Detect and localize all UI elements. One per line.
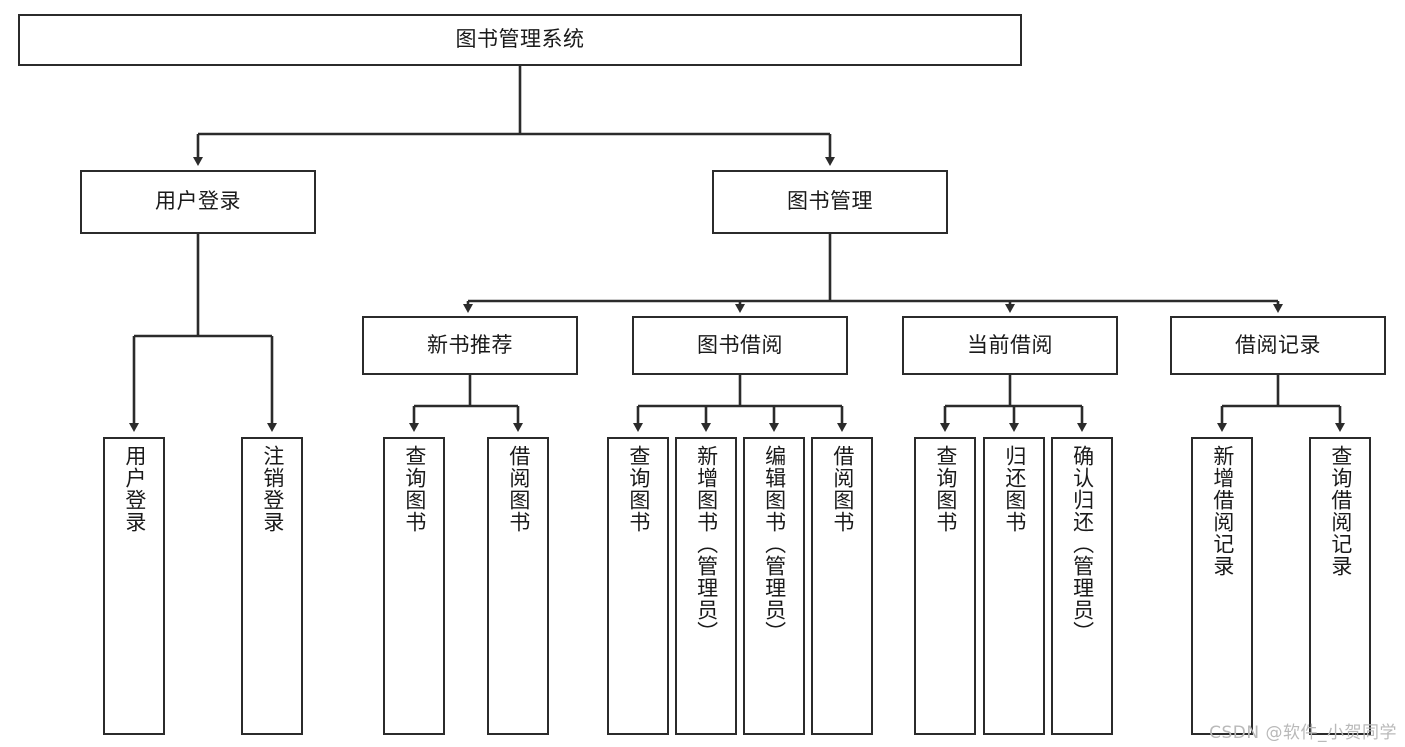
node-leaf-edit-book-label: 编辑图书（管理员） xyxy=(762,445,787,643)
node-current-borrow[interactable]: 当前借阅 xyxy=(902,316,1118,375)
node-borrow-record[interactable]: 借阅记录 xyxy=(1170,316,1386,375)
node-leaf-add-book[interactable]: 新增图书（管理员） xyxy=(675,437,737,735)
node-leaf-return-book[interactable]: 归还图书 xyxy=(983,437,1045,735)
watermark-text: CSDN @软件_小贺同学 xyxy=(1209,723,1397,743)
node-root[interactable]: 图书管理系统 xyxy=(18,14,1022,66)
node-new-book-recommend[interactable]: 新书推荐 xyxy=(362,316,578,375)
node-leaf-confirm-return[interactable]: 确认归还（管理员） xyxy=(1051,437,1113,735)
node-leaf-user-login[interactable]: 用户登录 xyxy=(103,437,165,735)
node-book-borrow[interactable]: 图书借阅 xyxy=(632,316,848,375)
node-leaf-query-book-2-label: 查询图书 xyxy=(626,445,651,533)
node-leaf-logout-login-label: 注销登录 xyxy=(260,445,285,533)
node-borrow-record-label: 借阅记录 xyxy=(1235,332,1321,357)
node-current-borrow-label: 当前借阅 xyxy=(967,332,1053,357)
node-user-login-label: 用户登录 xyxy=(155,189,241,214)
node-leaf-query-book-1-label: 查询图书 xyxy=(402,445,427,533)
node-leaf-add-record[interactable]: 新增借阅记录 xyxy=(1191,437,1253,735)
node-leaf-return-book-label: 归还图书 xyxy=(1002,445,1027,533)
node-root-label: 图书管理系统 xyxy=(455,27,585,52)
node-leaf-add-book-label: 新增图书（管理员） xyxy=(694,445,719,643)
node-book-management[interactable]: 图书管理 xyxy=(712,170,948,234)
node-leaf-edit-book[interactable]: 编辑图书（管理员） xyxy=(743,437,805,735)
node-book-management-label: 图书管理 xyxy=(787,189,873,214)
node-leaf-query-book-2[interactable]: 查询图书 xyxy=(607,437,669,735)
node-leaf-borrow-book-1-label: 借阅图书 xyxy=(506,445,531,533)
node-leaf-logout-login[interactable]: 注销登录 xyxy=(241,437,303,735)
node-leaf-query-book-3-label: 查询图书 xyxy=(933,445,958,533)
node-book-borrow-label: 图书借阅 xyxy=(697,332,783,357)
node-leaf-borrow-book-2-label: 借阅图书 xyxy=(830,445,855,533)
node-leaf-borrow-book-2[interactable]: 借阅图书 xyxy=(811,437,873,735)
node-leaf-query-record-label: 查询借阅记录 xyxy=(1328,445,1353,577)
node-leaf-query-record[interactable]: 查询借阅记录 xyxy=(1309,437,1371,735)
node-leaf-add-record-label: 新增借阅记录 xyxy=(1210,445,1235,577)
node-leaf-user-login-label: 用户登录 xyxy=(122,445,147,533)
node-leaf-query-book-1[interactable]: 查询图书 xyxy=(383,437,445,735)
node-new-book-recommend-label: 新书推荐 xyxy=(427,332,513,357)
node-leaf-confirm-return-label: 确认归还（管理员） xyxy=(1070,445,1095,643)
node-leaf-borrow-book-1[interactable]: 借阅图书 xyxy=(487,437,549,735)
node-leaf-query-book-3[interactable]: 查询图书 xyxy=(914,437,976,735)
node-user-login[interactable]: 用户登录 xyxy=(80,170,316,234)
